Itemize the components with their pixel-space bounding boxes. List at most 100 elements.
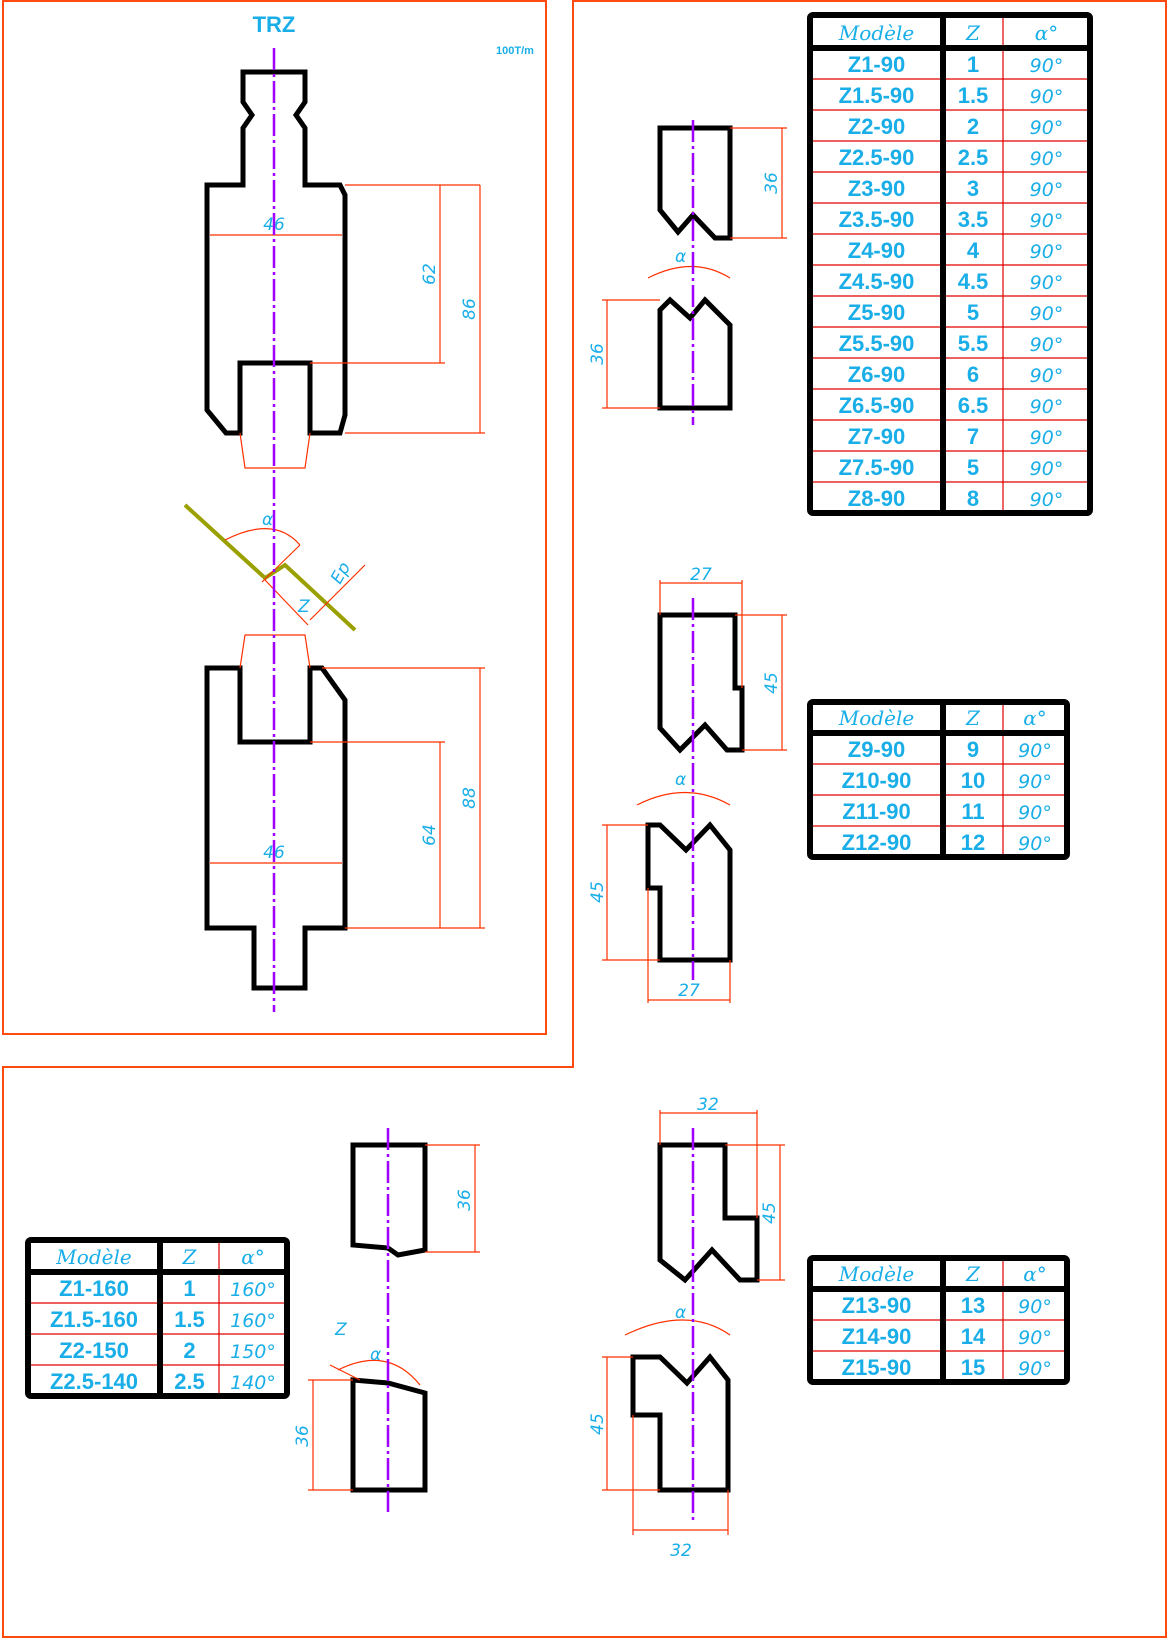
header-alpha: α° (1035, 21, 1059, 45)
cell-z: 6.5 (958, 393, 989, 418)
cell-model: Z3-90 (848, 176, 905, 201)
alpha-label: α (675, 247, 686, 267)
cell-z: 2 (183, 1338, 195, 1363)
cell-model: Z2-150 (59, 1338, 129, 1363)
cell-z: 11 (961, 799, 984, 824)
cell-alpha: 90° (1030, 179, 1064, 201)
die-z9-z12: 45 27 α (588, 770, 733, 1003)
header-z: Z (965, 21, 981, 45)
cell-alpha: 90° (1030, 458, 1064, 480)
trz-die: 46 64 88 (204, 634, 485, 991)
die-z1-160: 36 α Z (293, 1320, 428, 1493)
cell-alpha: 90° (1018, 740, 1052, 762)
cell-z: 3.5 (958, 207, 989, 232)
cell-z: 9 (967, 737, 979, 762)
cell-model: Z1.5-160 (50, 1307, 138, 1332)
header-z: Z (182, 1245, 198, 1269)
dim-36: 36 (293, 1425, 313, 1447)
cell-alpha: 90° (1030, 334, 1064, 356)
cell-alpha: 90° (1030, 272, 1064, 294)
cell-model: Z12-90 (842, 830, 912, 855)
alpha-label: α (675, 1303, 686, 1323)
cell-z: 3 (967, 176, 979, 201)
dim-64: 64 (420, 824, 440, 846)
cell-model: Z1-90 (848, 52, 905, 77)
cell-z: 13 (961, 1293, 985, 1318)
capacity-label: 100T/m (496, 45, 534, 57)
header-model: Modèle (838, 1262, 914, 1286)
header-alpha: α° (1023, 1262, 1047, 1286)
dim-32: 32 (697, 1095, 719, 1115)
cell-z: 1 (967, 52, 979, 77)
cell-model: Z5-90 (848, 300, 905, 325)
header-alpha: α° (241, 1245, 265, 1269)
cell-z: 1.5 (174, 1307, 205, 1332)
z-label: Z (334, 1320, 347, 1340)
dim-45: 45 (762, 672, 782, 694)
cell-z: 2.5 (958, 145, 989, 170)
cell-alpha: 90° (1030, 55, 1064, 77)
cell-z: 5 (967, 300, 979, 325)
cell-alpha: 90° (1018, 833, 1052, 855)
header-alpha: α° (1023, 706, 1047, 730)
alpha-label: α (675, 770, 686, 790)
dim-88: 88 (460, 787, 480, 809)
cell-model: Z9-90 (848, 737, 905, 762)
cell-alpha: 160° (230, 1279, 276, 1301)
header-model: Modèle (838, 21, 914, 45)
header-z: Z (965, 1262, 981, 1286)
cell-model: Z2.5-90 (839, 145, 915, 170)
dim-36: 36 (588, 343, 608, 365)
ep-label: Ep (327, 559, 355, 588)
cell-alpha: 90° (1030, 427, 1064, 449)
cell-model: Z14-90 (842, 1324, 912, 1349)
dim-27: 27 (690, 565, 712, 585)
alpha-label: α (262, 510, 273, 530)
cell-z: 6 (967, 362, 979, 387)
punch-z13-z15: 32 45 (657, 1095, 785, 1284)
cell-model: Z2.5-140 (50, 1369, 138, 1394)
header-z: Z (965, 706, 981, 730)
cell-alpha: 90° (1018, 802, 1052, 824)
cell-model: Z10-90 (842, 768, 912, 793)
header-model: Modèle (838, 706, 914, 730)
cell-model: Z4-90 (848, 238, 905, 263)
cell-model: Z3.5-90 (839, 207, 915, 232)
cell-z: 8 (967, 486, 979, 511)
cell-z: 7 (967, 424, 979, 449)
cell-z: 5.5 (958, 331, 989, 356)
dim-36: 36 (455, 1189, 475, 1211)
cell-alpha: 90° (1030, 210, 1064, 232)
z-label: Z (297, 597, 310, 617)
cell-model: Z5.5-90 (839, 331, 915, 356)
cell-model: Z4.5-90 (839, 269, 915, 294)
dim-36: 36 (762, 172, 782, 194)
cell-z: 12 (961, 830, 985, 855)
cell-z: 2.5 (174, 1369, 205, 1394)
cell-model: Z2-90 (848, 114, 905, 139)
cell-alpha: 150° (230, 1341, 276, 1363)
dim-32: 32 (670, 1541, 692, 1561)
cell-z: 4.5 (958, 269, 989, 294)
title: TRZ (253, 12, 296, 37)
cell-z: 15 (961, 1355, 985, 1380)
dim-45: 45 (760, 1202, 780, 1224)
cell-alpha: 140° (230, 1372, 276, 1394)
cell-alpha: 90° (1030, 148, 1064, 170)
dim-45: 45 (588, 881, 608, 903)
cell-z: 10 (961, 768, 985, 793)
cell-alpha: 90° (1030, 396, 1064, 418)
cell-z: 5 (967, 455, 979, 480)
cell-model: Z13-90 (842, 1293, 912, 1318)
cell-alpha: 90° (1030, 117, 1064, 139)
cell-model: Z7.5-90 (839, 455, 915, 480)
alpha-label: α (370, 1345, 381, 1365)
dim-62: 62 (420, 263, 440, 285)
cell-alpha: 90° (1030, 241, 1064, 263)
cell-alpha: 90° (1030, 489, 1064, 511)
